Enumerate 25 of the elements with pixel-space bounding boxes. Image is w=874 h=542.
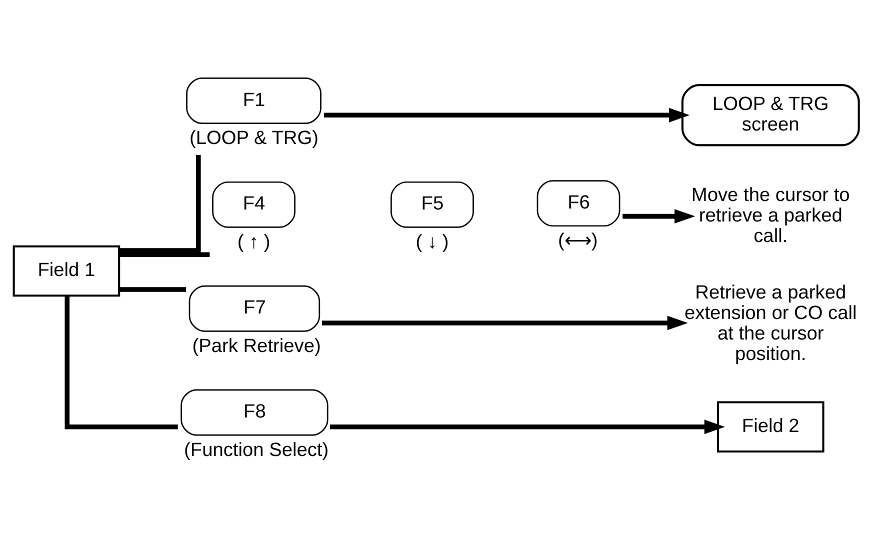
node-box: F1 [186,78,322,124]
node-box: Field 1 [12,245,120,297]
node-text: Move the cursor to retrieve a parked call. [691,184,850,247]
node-label: ( ↑ ) [237,232,270,254]
arrow [322,316,688,330]
arrow [330,420,725,434]
node-box: LOOP & TRG screen [681,84,860,146]
arrow [622,209,696,224]
node-label: ( ↓ ) [416,232,449,254]
node-text: Retrieve a parked extension or CO call at the cursor position. [684,282,857,366]
node-label: (⟷) [558,230,598,252]
arrow [324,108,690,122]
node-box: F4 [212,181,296,228]
node-box: F6 [536,180,620,227]
node-box: F8 [180,389,328,436]
connector [119,252,210,257]
node-box: F7 [188,285,320,332]
node-box: F5 [390,181,474,228]
connector [64,296,178,430]
node-label: (Park Retrieve) [192,336,321,357]
node-label: (Function Select) [184,440,329,461]
connector [119,155,201,253]
connector [119,287,186,292]
node-box: Field 2 [716,401,824,453]
node-label: (LOOP & TRG) [190,128,318,150]
